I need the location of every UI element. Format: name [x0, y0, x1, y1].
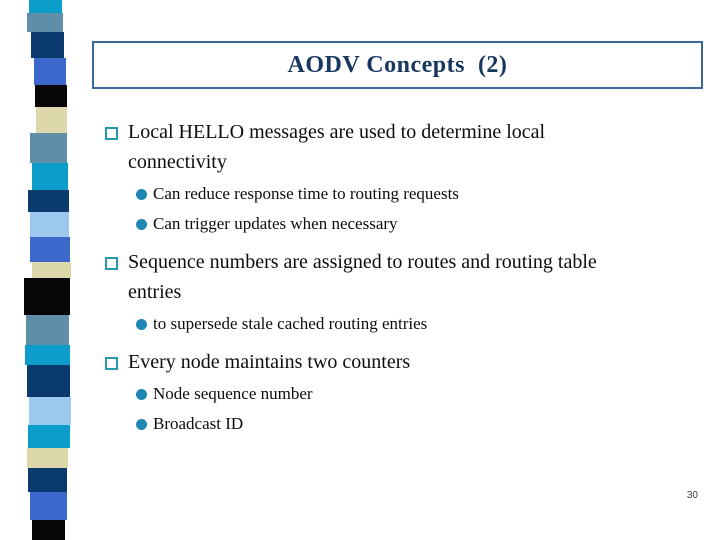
page-number: 30 [686, 490, 698, 501]
title-box: AODV Concepts (2) [92, 41, 703, 89]
sub-bullet-list: Can reduce response time to routing requ… [136, 179, 705, 239]
circle-bullet-icon [136, 419, 147, 430]
square-bullet-icon [105, 257, 118, 270]
sub-bullet-item: Broadcast ID [136, 409, 705, 439]
bullet-item: Sequence numbers are assigned to routes … [105, 247, 705, 307]
ribbon-block [31, 32, 64, 58]
page-title: AODV Concepts (2) [287, 51, 508, 78]
circle-bullet-icon [136, 319, 147, 330]
bullet-text: Sequence numbers are assigned to routes … [128, 251, 597, 303]
ribbon-block [36, 107, 67, 133]
circle-bullet-icon [136, 389, 147, 400]
ribbon-block [34, 58, 66, 85]
sub-bullet-text: Node sequence number [153, 384, 313, 403]
sub-bullet-text: to supersede stale cached routing entrie… [153, 314, 428, 333]
bullet-text: Every node maintains two counters [128, 351, 411, 373]
sub-bullet-text: Broadcast ID [153, 414, 244, 433]
bullet-item: Every node maintains two counters [105, 347, 705, 377]
ribbon-block [30, 237, 70, 262]
sub-bullet-list: to supersede stale cached routing entrie… [136, 309, 705, 339]
square-bullet-icon [105, 127, 118, 140]
ribbon-block [28, 425, 70, 448]
ribbon-block [30, 492, 67, 520]
ribbon-block [29, 397, 71, 425]
sub-bullet-item: Can trigger updates when necessary [136, 209, 705, 239]
ribbon-block [32, 520, 65, 540]
sub-bullet-item: Can reduce response time to routing requ… [136, 179, 705, 209]
ribbon-block [28, 468, 67, 492]
ribbon-block [27, 448, 68, 468]
ribbon-block [30, 212, 69, 237]
sub-bullet-text: Can trigger updates when necessary [153, 214, 398, 233]
circle-bullet-icon [136, 219, 147, 230]
ribbon-block [27, 365, 70, 397]
bullet-item: Local HELLO messages are used to determi… [105, 117, 705, 177]
decorative-ribbon-icon [23, 0, 75, 540]
bullet-text: Local HELLO messages are used to determi… [128, 121, 546, 173]
ribbon-block [28, 190, 69, 212]
ribbon-block [26, 315, 69, 345]
ribbon-block [32, 163, 68, 190]
ribbon-block [27, 13, 63, 32]
ribbon-block [24, 278, 70, 315]
ribbon-block [29, 0, 62, 13]
ribbon-block [30, 133, 67, 163]
square-bullet-icon [105, 357, 118, 370]
bullet-list: Local HELLO messages are used to determi… [105, 117, 705, 447]
ribbon-block [25, 345, 70, 365]
sub-bullet-item: Node sequence number [136, 379, 705, 409]
sub-bullet-text: Can reduce response time to routing requ… [153, 184, 459, 203]
ribbon-block [32, 262, 71, 278]
ribbon-block [35, 85, 67, 107]
sub-bullet-item: to supersede stale cached routing entrie… [136, 309, 705, 339]
circle-bullet-icon [136, 189, 147, 200]
